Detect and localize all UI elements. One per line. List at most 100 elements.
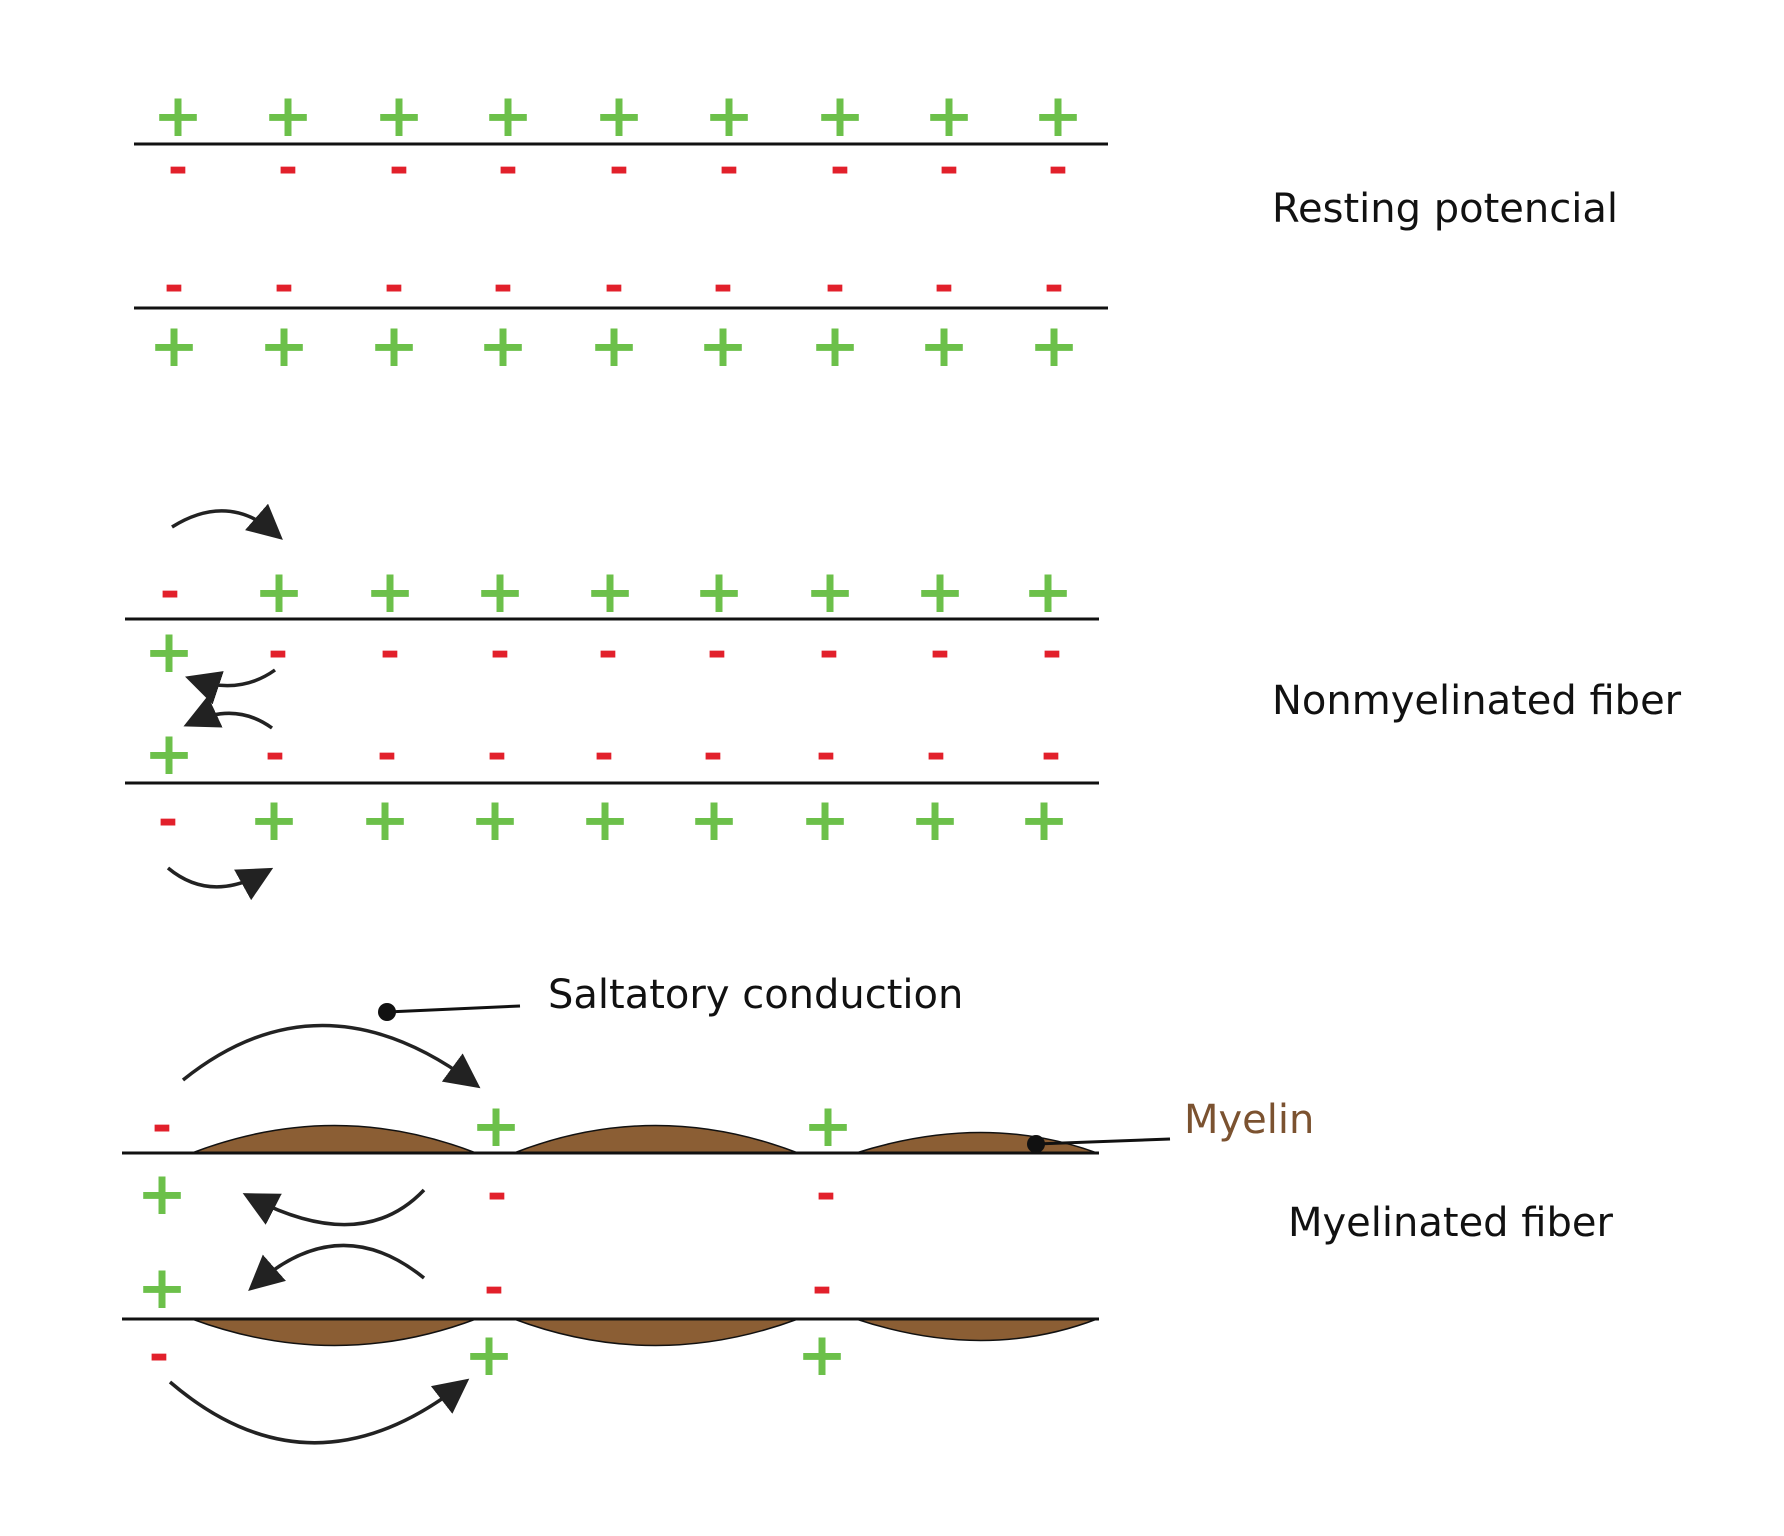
positive-charge: + (694, 557, 744, 627)
positive-charge: + (704, 81, 754, 151)
myelin-segment (191, 1318, 477, 1347)
current-arrow-inner-lower (183, 695, 274, 730)
positive-charge: + (483, 81, 533, 151)
myelinated-fiber-label: Myelinated fiber (1288, 1200, 1613, 1246)
positive-charge: + (1019, 785, 1069, 855)
negative-charge: - (816, 726, 836, 782)
positive-charge: + (803, 1091, 853, 1161)
negative-charge: - (598, 624, 618, 680)
current-arrow-outer-bottom (166, 866, 274, 901)
positive-charge: + (810, 311, 860, 381)
negative-charge: - (168, 140, 188, 196)
positive-charge: + (149, 311, 199, 381)
negative-charge: - (484, 1260, 504, 1316)
negative-charge: - (1048, 140, 1068, 196)
positive-charge: + (144, 617, 194, 687)
positive-charge: + (470, 785, 520, 855)
myelin-label: Myelin (1184, 1097, 1314, 1143)
myelin-leader-dot (1027, 1135, 1045, 1153)
myelin-segment (513, 1318, 799, 1347)
positive-charge: + (580, 785, 630, 855)
negative-charge: - (594, 726, 614, 782)
saltatory-leader-dot (378, 1003, 396, 1021)
positive-charge: + (910, 785, 960, 855)
negative-charge: - (487, 1166, 507, 1222)
current-arrow-inner-upper (185, 668, 277, 705)
negative-charge: - (812, 1260, 832, 1316)
positive-charge: + (585, 557, 635, 627)
saltatory-leader-line (386, 1004, 521, 1014)
saltatory-arrow-outer-top (181, 1023, 481, 1089)
myelinated-charges: -+++--+---++ (137, 1091, 853, 1390)
positive-charge: + (464, 1320, 514, 1390)
nonmyelinated-charges: -+++++++++--------+---------++++++++ (144, 557, 1073, 855)
myelin-segment (513, 1124, 799, 1154)
positive-charge: + (589, 311, 639, 381)
positive-charge: + (254, 557, 304, 627)
positive-charge: + (797, 1320, 847, 1390)
positive-charge: + (263, 81, 313, 151)
negative-charge: - (719, 140, 739, 196)
negative-charge: - (604, 258, 624, 314)
negative-charge: - (930, 624, 950, 680)
positive-charge: + (360, 785, 410, 855)
resting-potential-label: Resting potencial (1272, 186, 1618, 232)
negative-charge: - (268, 624, 288, 680)
positive-charge: + (924, 81, 974, 151)
negative-charge: - (816, 1166, 836, 1222)
positive-charge: + (369, 311, 419, 381)
negative-charge: - (609, 140, 629, 196)
negative-charge: - (265, 726, 285, 782)
negative-charge: - (1044, 258, 1064, 314)
negative-charge: - (158, 792, 178, 848)
negative-charge: - (819, 624, 839, 680)
positive-charge: + (144, 719, 194, 789)
myelin-leader-line (1035, 1137, 1171, 1146)
positive-charge: + (689, 785, 739, 855)
positive-charge: + (249, 785, 299, 855)
positive-charge: + (800, 785, 850, 855)
negative-charge: - (152, 1098, 172, 1154)
positive-charge: + (915, 557, 965, 627)
negative-charge: - (926, 726, 946, 782)
positive-charge: + (259, 311, 309, 381)
negative-charge: - (377, 726, 397, 782)
negative-charge: - (1041, 726, 1061, 782)
positive-charge: + (1033, 81, 1083, 151)
positive-charge: + (1029, 311, 1079, 381)
negative-charge: - (149, 1327, 169, 1383)
positive-charge: + (365, 557, 415, 627)
negative-charge: - (389, 140, 409, 196)
negative-charge: - (830, 140, 850, 196)
nonmyelinated-fiber-label: Nonmyelinated fiber (1272, 678, 1682, 724)
negative-charge: - (825, 258, 845, 314)
negative-charge: - (487, 726, 507, 782)
negative-charge: - (490, 624, 510, 680)
positive-charge: + (475, 557, 525, 627)
positive-charge: + (374, 81, 424, 151)
myelinated-panel: -+++--+---++ (122, 1003, 1171, 1445)
negative-charge: - (498, 140, 518, 196)
nonmyelinated-panel: -+++++++++--------+---------++++++++ (125, 503, 1099, 901)
negative-charge: - (380, 624, 400, 680)
positive-charge: + (919, 311, 969, 381)
negative-charge: - (160, 564, 180, 620)
positive-charge: + (478, 311, 528, 381)
positive-charge: + (137, 1159, 187, 1229)
myelin-segment (855, 1318, 1098, 1342)
positive-charge: + (815, 81, 865, 151)
positive-charge: + (805, 557, 855, 627)
negative-charge: - (707, 624, 727, 680)
current-arrow-outer-top (171, 503, 283, 540)
negative-charge: - (278, 140, 298, 196)
negative-charge: - (384, 258, 404, 314)
saltatory-arrow-outer-bottom (168, 1378, 470, 1445)
negative-charge: - (713, 258, 733, 314)
positive-charge: + (137, 1253, 187, 1323)
saltatory-arrow-inner-upper (242, 1188, 426, 1227)
positive-charge: + (1023, 557, 1073, 627)
myelin-segment (191, 1124, 477, 1154)
saltatory-arrow-inner-lower (248, 1243, 426, 1291)
negative-charge: - (493, 258, 513, 314)
